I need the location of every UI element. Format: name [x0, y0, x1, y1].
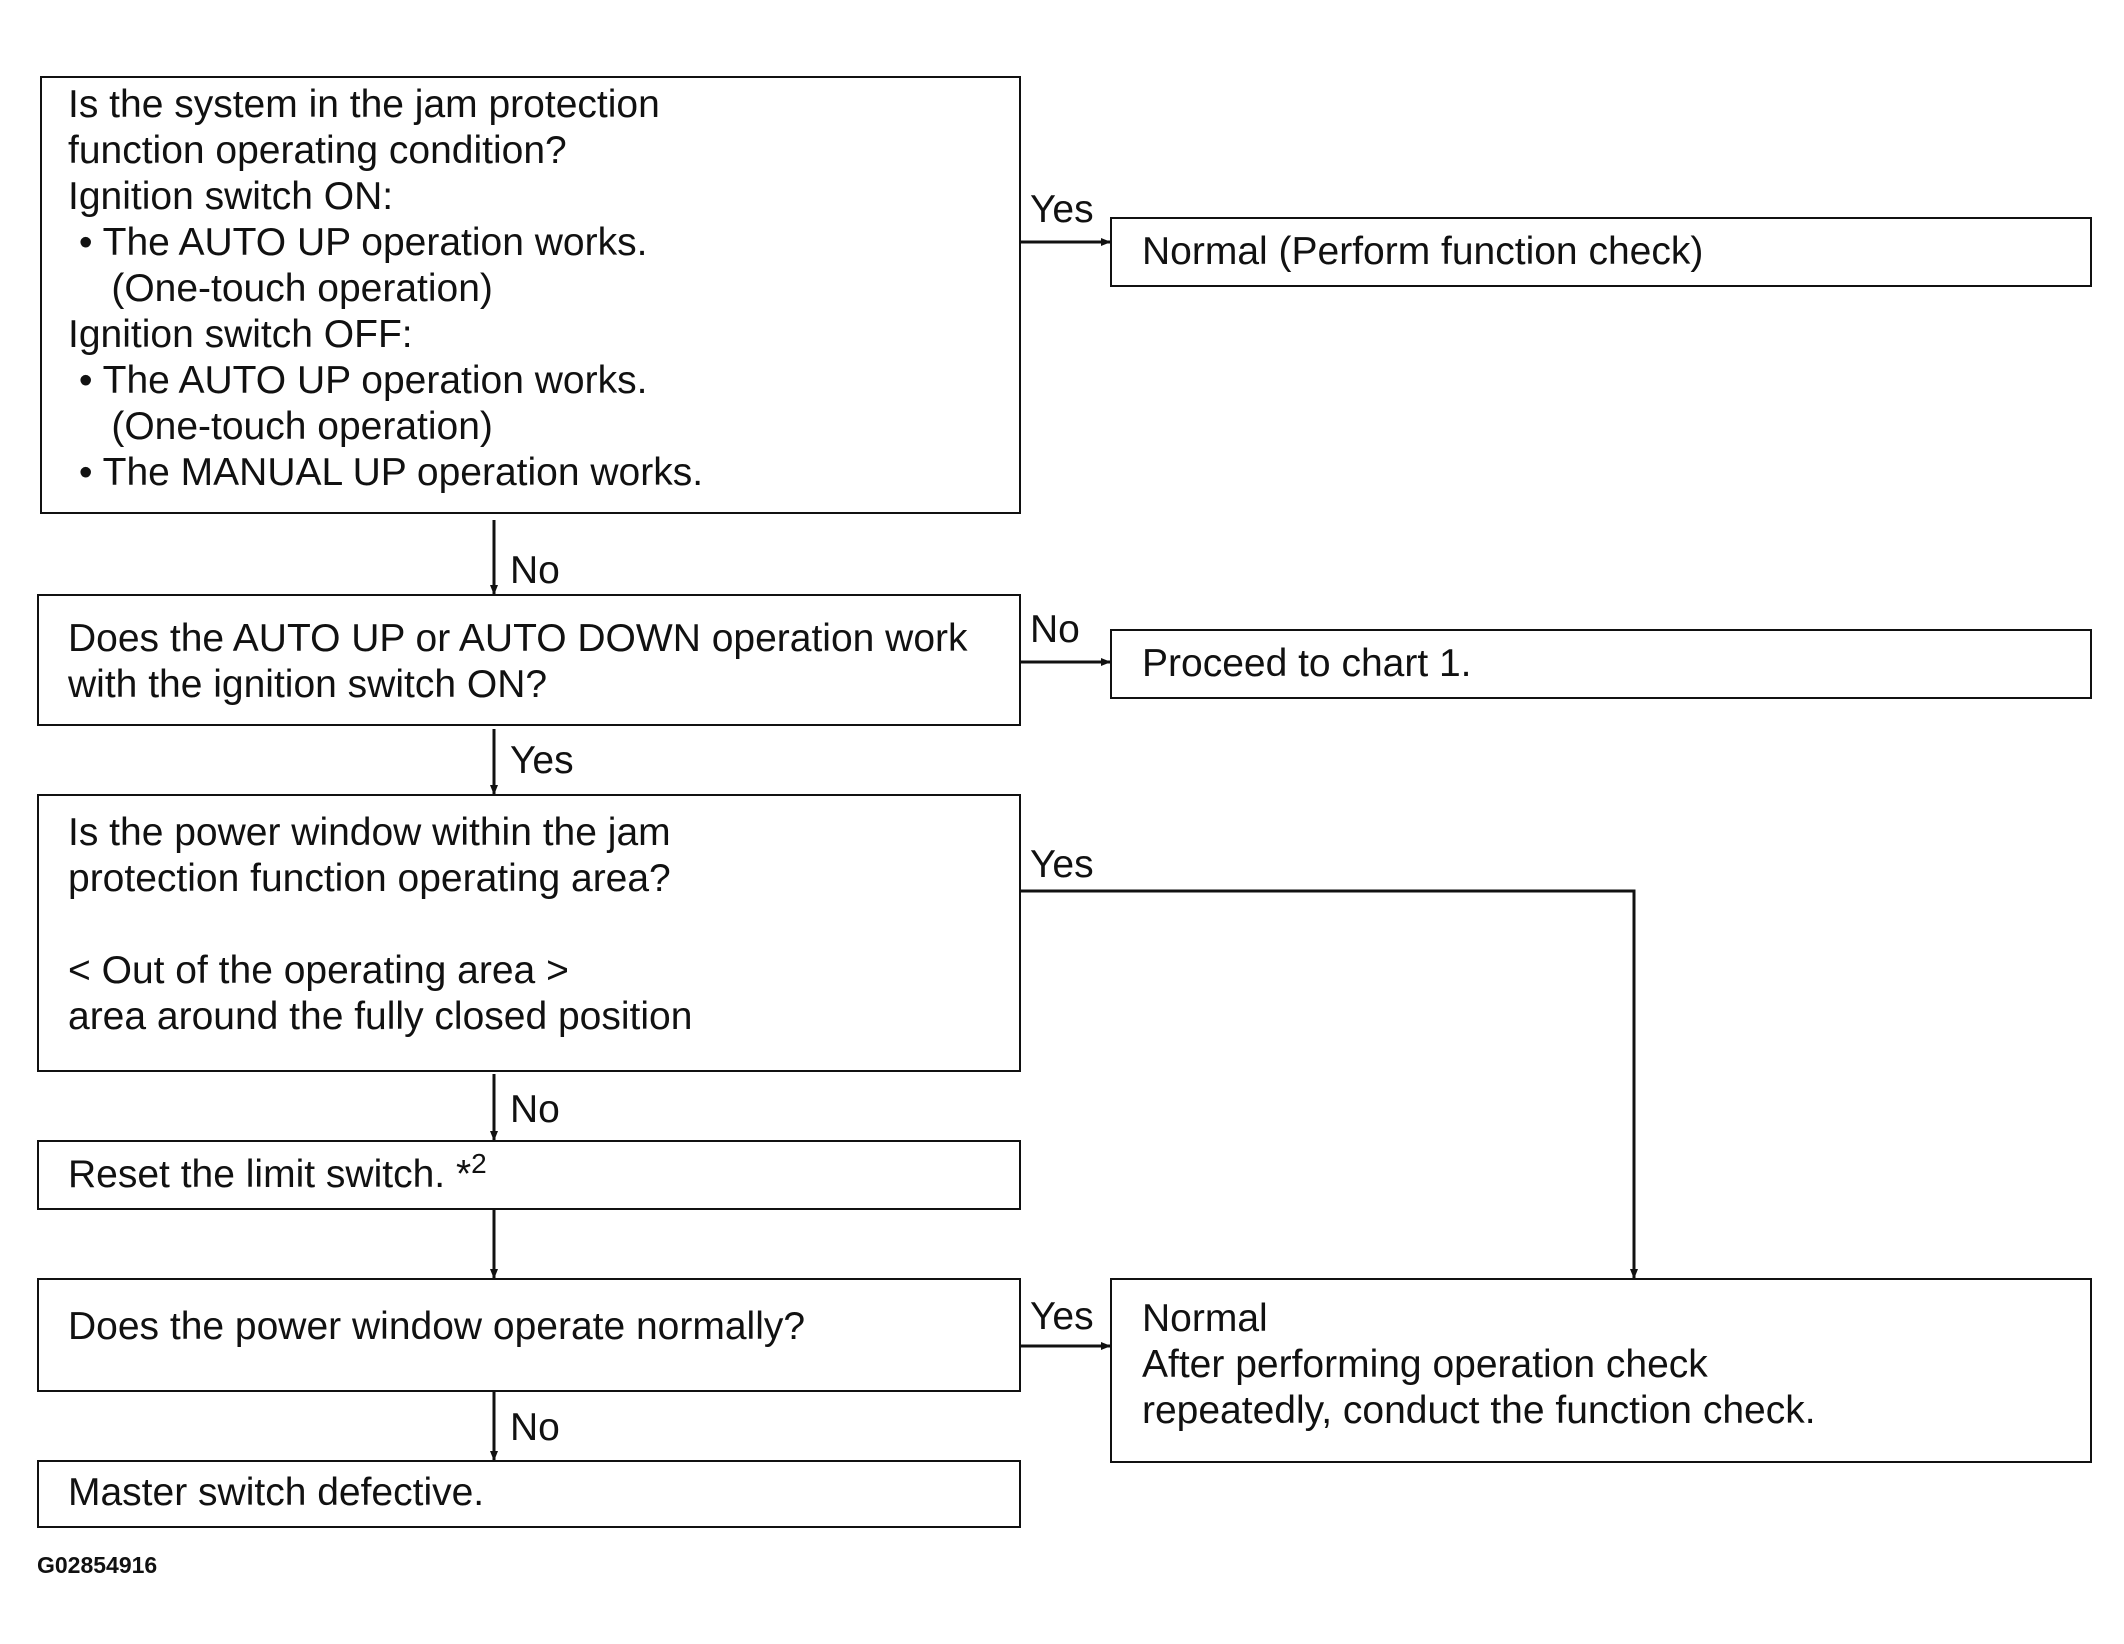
q3-line-1: Is the power window within the jam: [68, 811, 671, 854]
label-q4-no: No: [510, 1406, 560, 1449]
q4-decision-box: Does the power window operate normally?: [37, 1278, 1021, 1392]
reset-step-box: Reset the limit switch. *2: [37, 1140, 1021, 1210]
q1-line-5: (One-touch operation): [68, 267, 493, 310]
label-q1-no: No: [510, 549, 560, 592]
q1-line-2: function operating condition?: [68, 129, 567, 172]
label-q3-no: No: [510, 1088, 560, 1131]
reset-step-text: Reset the limit switch. *2: [68, 1150, 487, 1198]
q3-decision-box: Is the power window within the jam prote…: [37, 794, 1021, 1072]
label-q1-yes: Yes: [1030, 188, 1094, 231]
q2-decision-box: Does the AUTO UP or AUTO DOWN operation …: [37, 594, 1021, 726]
figure-code: G02854916: [37, 1552, 158, 1578]
q1-line-9: • The MANUAL UP operation works.: [68, 451, 704, 494]
master-switch-defective-box: Master switch defective.: [37, 1460, 1021, 1528]
q3-line-5: area around the fully closed position: [68, 995, 693, 1038]
r3-line-2: After performing operation check: [1142, 1343, 1708, 1386]
q1-line-1: Is the system in the jam protection: [68, 83, 660, 126]
q4-text: Does the power window operate normally?: [68, 1305, 806, 1348]
arrow-q3-yes: [1020, 889, 1638, 1279]
reset-step-label: Reset the limit switch. *: [68, 1153, 472, 1196]
q1-line-7: • The AUTO UP operation works.: [68, 359, 648, 402]
r1-text: Normal (Perform function check): [1142, 230, 1704, 273]
r2-text: Proceed to chart 1.: [1142, 642, 1472, 685]
r3-line-3: repeatedly, conduct the function check.: [1142, 1389, 1816, 1432]
r2-result-box: Proceed to chart 1.: [1110, 629, 2092, 699]
q2-line-2: with the ignition switch ON?: [68, 663, 548, 706]
q3-line-2: protection function operating area?: [68, 857, 671, 900]
q3-line-4: < Out of the operating area >: [68, 949, 569, 992]
r3-line-1: Normal: [1142, 1297, 1268, 1340]
master-switch-defective-text: Master switch defective.: [68, 1471, 485, 1514]
label-q2-no: No: [1030, 608, 1080, 651]
label-q3-yes: Yes: [1030, 843, 1094, 886]
label-q2-yes: Yes: [510, 739, 574, 782]
r1-result-box: Normal (Perform function check): [1110, 217, 2092, 287]
q1-line-4: • The AUTO UP operation works.: [68, 221, 648, 264]
reset-step-footnote: 2: [471, 1148, 487, 1179]
q1-line-8: (One-touch operation): [68, 405, 493, 448]
r3-result-box: Normal After performing operation check …: [1110, 1278, 2092, 1463]
q1-line-6: Ignition switch OFF:: [68, 313, 413, 356]
q1-line-3: Ignition switch ON:: [68, 175, 394, 218]
label-q4-yes: Yes: [1030, 1295, 1094, 1338]
q1-decision-box: Is the system in the jam protection func…: [40, 76, 1021, 514]
q2-line-1: Does the AUTO UP or AUTO DOWN operation …: [68, 617, 968, 660]
